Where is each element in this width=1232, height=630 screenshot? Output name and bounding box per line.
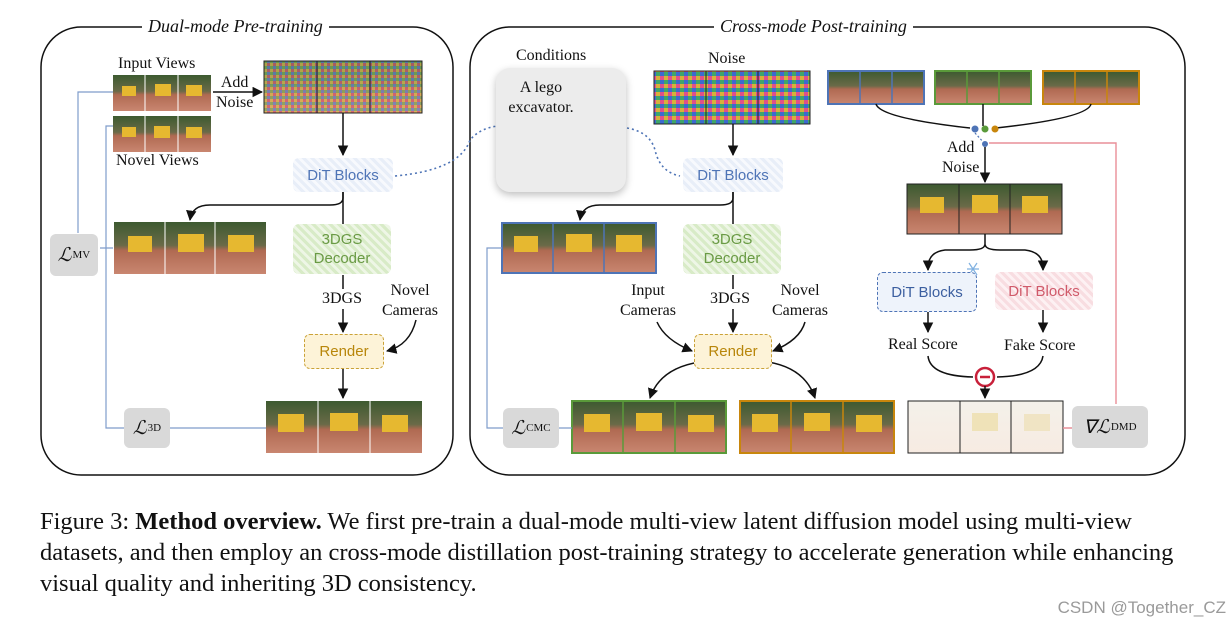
dmd-gradient-connector	[989, 142, 1117, 429]
strip-merge-lines	[875, 103, 1092, 129]
cmc-loss-sub: CMC	[526, 422, 551, 434]
right-panel-title: Cross-mode Post-training	[714, 16, 913, 36]
left-dit-blocks: DiT Blocks	[293, 158, 393, 192]
left-3dgs-label: 3DGS	[322, 290, 363, 307]
mid-3dgs-label: 3DGS	[710, 290, 751, 307]
real-score-label: Real Score	[888, 336, 958, 353]
input-views-label: Input Views	[118, 55, 196, 72]
mv-loss-sub: MV	[72, 249, 91, 261]
mid-novel-cameras-label: Novel Cameras	[772, 282, 828, 319]
cmc-loss-connector	[486, 247, 572, 429]
left-decoded-views	[114, 222, 266, 274]
mv-loss-connector	[77, 91, 126, 429]
conditions-link-left	[394, 125, 499, 177]
caption-bold: Method overview.	[135, 508, 322, 535]
mid-render-box: Render	[694, 334, 772, 369]
selector-dot	[982, 141, 988, 147]
3d-loss-sub: 3D	[147, 422, 162, 434]
left-novel-cameras-label: Novel Cameras	[382, 282, 438, 319]
right-noisy-views	[906, 183, 1063, 235]
noisy-views-strip	[263, 60, 423, 114]
novel-views-label: Novel Views	[116, 152, 199, 169]
left-panel-title: Dual-mode Pre-training	[142, 16, 329, 36]
caption-prefix: Figure 3:	[40, 508, 136, 535]
green-rendered-views	[571, 400, 727, 454]
conditions-card	[496, 68, 626, 192]
right-add-noise-label: Add Noise	[942, 139, 980, 176]
fake-score-label: Fake Score	[1004, 337, 1076, 354]
orange-dot	[991, 125, 999, 133]
input-cameras-arrow	[656, 321, 693, 353]
add-noise-label: Add Noise	[216, 74, 254, 111]
middle-noise-strip	[653, 70, 811, 125]
left-3dgs-decoder: 3DGS Decoder	[293, 224, 391, 274]
mid-novel-cameras-arrow	[772, 321, 806, 353]
figure-caption: Figure 3: Method overview. We first pre-…	[40, 506, 1200, 599]
blue-dot	[971, 125, 979, 133]
input-cameras-label: Input Cameras	[620, 282, 676, 319]
render-to-orange-arrow	[767, 361, 817, 399]
right-blue-strip	[827, 70, 925, 105]
conditions-link-right	[626, 127, 681, 177]
input-views-strip	[113, 75, 211, 111]
mid-dit-to-views-arrow	[576, 192, 734, 222]
orange-rendered-views	[739, 400, 895, 454]
right-orange-strip	[1042, 70, 1140, 105]
score-merge-lines	[927, 355, 1044, 378]
mid-dit-blocks: DiT Blocks	[683, 158, 783, 192]
fake-dit-blocks: DiT Blocks	[995, 272, 1093, 310]
dit-to-views-arrow	[186, 192, 344, 222]
faded-output-views	[907, 400, 1064, 454]
mid-decoded-views	[501, 222, 657, 274]
real-dit-blocks: DiT Blocks	[877, 272, 977, 312]
watermark: CSDN @Together_CZ	[1057, 598, 1226, 617]
caption-body: We first pre-train a dual-mode multi-vie…	[40, 508, 1174, 597]
novel-cameras-arrow	[385, 319, 417, 354]
mid-3dgs-decoder: 3DGS Decoder	[683, 224, 781, 274]
noise-label: Noise	[708, 50, 746, 67]
dmd-loss-sub: DMD	[1110, 421, 1137, 433]
render-to-green-arrow	[648, 361, 701, 399]
green-dot	[981, 125, 989, 133]
left-render-box: Render	[304, 334, 384, 369]
novel-views-strip	[113, 116, 211, 152]
left-rendered-views	[266, 401, 422, 453]
conditions-text: A lego excavator.	[508, 79, 574, 116]
conditions-title: Conditions	[516, 47, 587, 64]
split-arrows	[927, 234, 1044, 269]
right-green-strip	[934, 70, 1032, 105]
